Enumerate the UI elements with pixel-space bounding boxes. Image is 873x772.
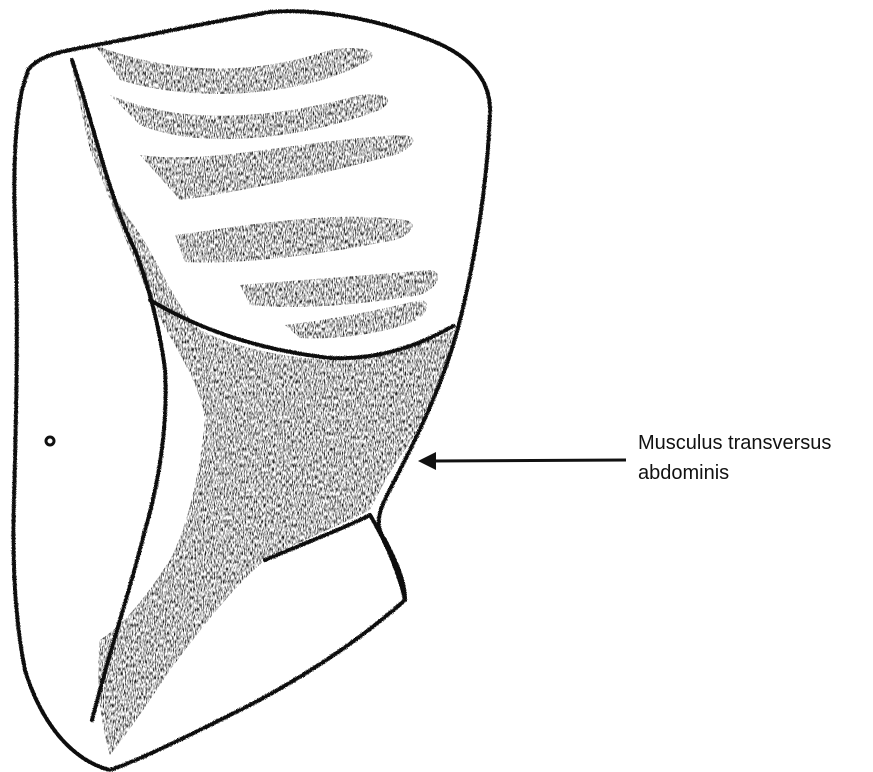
callout-label-line2: abdominis xyxy=(638,458,831,488)
callout-label: Musculus transversus abdominis xyxy=(638,428,831,488)
rib-bands xyxy=(95,45,438,338)
callout-label-line1: Musculus transversus xyxy=(638,428,831,458)
navel-mark xyxy=(46,437,54,445)
arrow-left-icon xyxy=(418,452,626,470)
